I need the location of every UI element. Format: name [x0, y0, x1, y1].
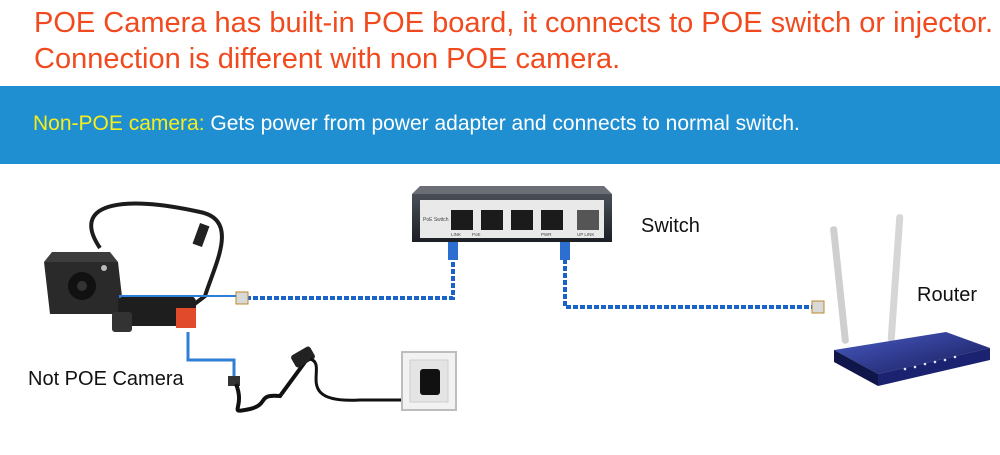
- router-label: Router: [917, 284, 978, 306]
- connection-diagram: PoE Switch LINK PoE PWR UP LINK: [0, 164, 1000, 450]
- switch-ports: [451, 210, 599, 230]
- camera-label: Not POE Camera: [28, 368, 184, 390]
- led-link-label: LINK: [451, 232, 461, 237]
- headline: POE Camera has built-in POE board, it co…: [34, 7, 994, 75]
- router-device: [830, 214, 990, 386]
- camera-cable: [89, 201, 224, 308]
- switch-brand: PoE Switch: [423, 217, 449, 223]
- diagram-svg: PoE Switch LINK PoE PWR UP LINK: [44, 186, 990, 413]
- led-poe-label: PoE: [472, 232, 481, 237]
- switch-device: PoE Switch LINK PoE PWR UP LINK: [412, 186, 612, 242]
- uplink-label: UP LINK: [577, 232, 594, 237]
- banner-highlight: Non-POE camera:: [33, 112, 205, 135]
- cable-switch-to-router: [560, 242, 825, 314]
- banner-text: Non-POE camera: Gets power from power ad…: [33, 112, 800, 136]
- power-wire: [186, 332, 426, 413]
- wall-outlet: [401, 351, 457, 411]
- cable-camera-to-switch: [235, 242, 458, 305]
- banner-description: Gets power from power adapter and connec…: [204, 112, 800, 135]
- camera-body: [44, 252, 124, 314]
- switch-label: Switch: [641, 215, 700, 237]
- camera-connector: [112, 295, 236, 332]
- info-banner: Non-POE camera: Gets power from power ad…: [0, 86, 1000, 164]
- led-pwr-label: PWR: [541, 232, 552, 237]
